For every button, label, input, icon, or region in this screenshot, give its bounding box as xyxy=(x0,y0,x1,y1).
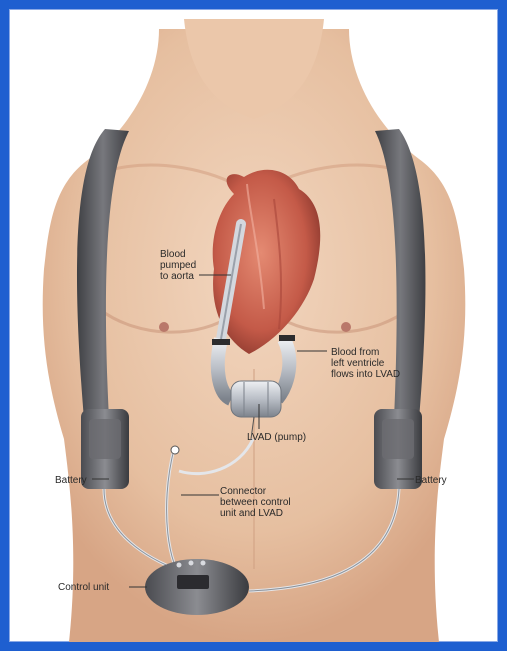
label-control-unit: Control unit xyxy=(58,582,109,593)
label-blood-from-ventricle: Blood from left ventricle flows into LVA… xyxy=(331,347,400,380)
connector-dot xyxy=(171,446,179,454)
control-unit-illus xyxy=(145,559,249,615)
label-lvad-pump: LVAD (pump) xyxy=(247,432,306,443)
label-battery-left: Battery xyxy=(55,475,87,486)
battery-left-illus xyxy=(81,409,129,489)
lvad-illustration xyxy=(9,9,498,642)
label-battery-right: Battery xyxy=(415,475,447,486)
label-blood-pumped: Blood pumped to aorta xyxy=(160,249,196,282)
label-connector: Connector between control unit and LVAD xyxy=(220,486,291,519)
